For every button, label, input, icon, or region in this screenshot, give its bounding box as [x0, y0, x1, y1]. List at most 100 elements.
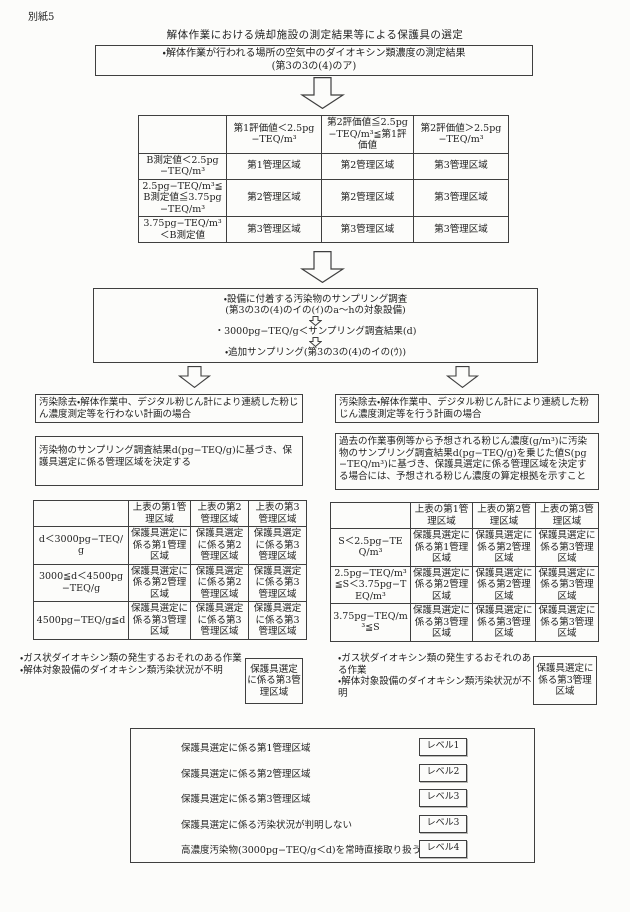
level-badge: レベル3	[419, 789, 467, 807]
legend-label: 保護具選定に係る汚染状況が判明しない	[181, 820, 353, 831]
table-cell: 上表の第2管理区域	[190, 500, 249, 527]
table-cell: 2.5pg−TEQ/m³≦B測定値≦3.75pg−TEQ/m³	[138, 178, 227, 217]
table-cell: 第3管理区域	[413, 178, 509, 217]
legend-label: 保護具選定に係る第1管理区域	[181, 743, 311, 754]
table-cell: 第2評価値≦2.5pg−TEQ/m³≦第1評価値	[321, 115, 414, 154]
table-cell: 第2管理区域	[321, 178, 414, 217]
table-row: S＜2.5pg−TEQ/m³ 保護具選定に係る第1管理区域 保護具選定に係る第2…	[330, 528, 599, 567]
left-note-result-box: 保護具選定に係る第3管理区域	[245, 658, 303, 704]
table-cell: 第1評価値＜2.5pg−TEQ/m³	[226, 115, 322, 154]
table-cell: 保護具選定に係る第2管理区域	[410, 565, 473, 604]
level-badge: レベル1	[419, 738, 467, 756]
left-method-box: 汚染物のサンプリング調査結果d(pg−TEQ/g)に基づき、保護具選定に係る管理…	[35, 436, 303, 486]
right-note-line2: ・解体対象設備のダイオキシン類汚染状況が不明	[338, 676, 532, 699]
left-note-line1: ・ガス状ダイオキシン類の発生するおそれのある作業	[20, 653, 242, 664]
sampling-line1: ・設備に付着する汚染物のサンプリング調査	[223, 293, 408, 305]
table-cell: 上表の第3管理区域	[248, 500, 307, 527]
left-note: ・ガス状ダイオキシン類の発生するおそれのある作業 ・解体対象設備のダイオキシン類…	[20, 653, 244, 676]
level-badge: レベル2	[419, 764, 467, 782]
branch-right-down-arrow-icon	[445, 366, 480, 388]
table-cell: 第3管理区域	[321, 216, 414, 243]
legend-row: 保護具選定に係る第1管理区域 レベル1	[131, 738, 534, 756]
legend-label: 高濃度汚染物(3000pg−TEQ/g＜d)を常時直接取り扱う	[181, 845, 422, 856]
left-condition-box: 汚染除去・解体作業中、デジタル粉じん計により連続した粉じん濃度測定等を行わない計…	[35, 394, 303, 423]
table-cell: 保護具選定に係る第2管理区域	[190, 563, 249, 602]
table-row: 第1評価値＜2.5pg−TEQ/m³ 第2評価値≦2.5pg−TEQ/m³≦第1…	[138, 115, 509, 154]
measurement-result-line2: (第3の3の(4)のア)	[271, 60, 357, 72]
table-cell: S＜2.5pg−TEQ/m³	[330, 528, 411, 567]
table-cell	[330, 502, 411, 529]
legend-box: 保護具選定に係る第1管理区域 レベル1 保護具選定に係る第2管理区域 レベル2 …	[130, 728, 535, 863]
table-row: 2.5pg−TEQ/m³≦S＜3.75pg−TEQ/m³ 保護具選定に係る第2管…	[330, 565, 599, 604]
small-down-arrow-icon	[309, 336, 322, 347]
left-note-line2: ・解体対象設備のダイオキシン類汚染状況が不明	[20, 664, 223, 676]
measurement-result-box: ・解体作業が行われる場所の空気中のダイオキシン類濃度の測定結果 (第3の3の(4…	[95, 45, 533, 76]
table-cell: 保護具選定に係る第2管理区域	[190, 526, 249, 565]
small-down-arrow-icon	[309, 315, 322, 326]
page-title: 解体作業における焼却施設の測定結果等による保護具の選定	[166, 29, 464, 41]
table-row: 4500pg−TEQ/g≦d 保護具選定に係る第3管理区域 保護具選定に係る第3…	[33, 601, 307, 640]
table-cell: 保護具選定に係る第3管理区域	[128, 601, 191, 640]
table-cell: 上表の第2管理区域	[472, 502, 536, 529]
table-cell: 第2管理区域	[226, 178, 322, 217]
table-cell: 上表の第1管理区域	[410, 502, 473, 529]
table-cell: 保護具選定に係る第2管理区域	[472, 565, 536, 604]
legend-label: 保護具選定に係る第2管理区域	[181, 769, 311, 780]
table-cell: 4500pg−TEQ/g≦d	[33, 601, 129, 640]
legend-row: 保護具選定に係る第3管理区域 レベル3	[131, 789, 534, 807]
right-note-result-box: 保護具選定に係る第3管理区域	[533, 656, 597, 705]
level-badge: レベル4	[419, 840, 467, 858]
table-cell: 第3管理区域	[413, 216, 509, 243]
table-cell: 第2管理区域	[321, 152, 414, 180]
table-cell: 保護具選定に係る第2管理区域	[472, 528, 536, 567]
table-row: d＜3000pg−TEQ/g 保護具選定に係る第1管理区域 保護具選定に係る第2…	[33, 526, 307, 565]
right-note-line1: ・ガス状ダイオキシン類の発生するおそれのある作業	[338, 653, 532, 676]
table-cell: 保護具選定に係る第3管理区域	[472, 603, 536, 642]
legend-row: 高濃度汚染物(3000pg−TEQ/g＜d)を常時直接取り扱う レベル4	[131, 840, 534, 858]
table-cell: 保護具選定に係る第2管理区域	[128, 563, 191, 602]
table-cell: d＜3000pg−TEQ/g	[33, 526, 129, 565]
table-cell: 保護具選定に係る第3管理区域	[535, 528, 599, 567]
table-cell: 3.75pg−TEQ/m³≦S	[330, 603, 411, 642]
table-row: B測定値＜2.5pg−TEQ/m³ 第1管理区域 第2管理区域 第3管理区域	[138, 152, 509, 180]
evaluation-table: 第1評価値＜2.5pg−TEQ/m³ 第2評価値≦2.5pg−TEQ/m³≦第1…	[138, 115, 509, 243]
sampling-survey-box: ・設備に付着する汚染物のサンプリング調査 (第3の3の(4)のイの(ｲ)のa〜h…	[93, 288, 538, 363]
table-row: 3000≦d＜4500pg−TEQ/g 保護具選定に係る第2管理区域 保護具選定…	[33, 563, 307, 602]
table-cell: 3000≦d＜4500pg−TEQ/g	[33, 563, 129, 602]
table-cell: 第1管理区域	[226, 152, 322, 180]
measurement-result-line1: ・解体作業が行われる場所の空気中のダイオキシン類濃度の測定結果	[162, 48, 466, 59]
table-cell: 第3管理区域	[226, 216, 322, 243]
legend-row: 保護具選定に係る汚染状況が判明しない レベル3	[131, 815, 534, 833]
table-cell: B測定値＜2.5pg−TEQ/m³	[138, 152, 227, 180]
table-cell: 上表の第3管理区域	[535, 502, 599, 529]
table-cell: 3.75pg−TEQ/m³＜B測定値	[138, 216, 227, 243]
flow-down-arrow-icon	[298, 77, 347, 109]
table-cell: 保護具選定に係る第1管理区域	[410, 528, 473, 567]
flow-down-arrow-icon	[298, 251, 347, 283]
left-zone-table: 上表の第1管理区域 上表の第2管理区域 上表の第3管理区域 d＜3000pg−T…	[33, 500, 307, 640]
attachment-label: 別紙5	[28, 12, 55, 23]
legend-row: 保護具選定に係る第2管理区域 レベル2	[131, 764, 534, 782]
table-row: 2.5pg−TEQ/m³≦B測定値≦3.75pg−TEQ/m³ 第2管理区域 第…	[138, 178, 509, 217]
table-cell: 保護具選定に係る第1管理区域	[128, 526, 191, 565]
level-badge: レベル3	[419, 815, 467, 833]
sampling-line2: (第3の3の(4)のイの(ｲ)のa〜hの対象設備)	[225, 304, 406, 316]
legend-label: 保護具選定に係る第3管理区域	[181, 794, 311, 805]
table-row: 3.75pg−TEQ/m³≦S 保護具選定に係る第3管理区域 保護具選定に係る第…	[330, 603, 599, 642]
table-row: 上表の第1管理区域 上表の第2管理区域 上表の第3管理区域	[330, 502, 599, 529]
table-row: 上表の第1管理区域 上表の第2管理区域 上表の第3管理区域	[33, 500, 307, 527]
table-cell	[138, 115, 227, 154]
right-condition-box: 汚染除去・解体作業中、デジタル粉じん計により連続した粉じん濃度測定等を行う計画の…	[335, 394, 599, 423]
table-cell: 第3管理区域	[413, 152, 509, 180]
right-method-box: 過去の作業事例等から予想される粉じん濃度(g/m³)に汚染物のサンプリング調査結…	[335, 433, 599, 490]
table-cell: 保護具選定に係る第3管理区域	[535, 565, 599, 604]
right-zone-table: 上表の第1管理区域 上表の第2管理区域 上表の第3管理区域 S＜2.5pg−TE…	[330, 502, 599, 642]
table-cell	[33, 500, 129, 527]
sampling-line4: ・追加サンプリング(第3の3の(4)のイの(ｳ))	[224, 346, 407, 358]
table-cell: 保護具選定に係る第3管理区域	[410, 603, 473, 642]
table-row: 3.75pg−TEQ/m³＜B測定値 第3管理区域 第3管理区域 第3管理区域	[138, 216, 509, 243]
right-note: ・ガス状ダイオキシン類の発生するおそれのある作業 ・解体対象設備のダイオキシン類…	[338, 653, 535, 699]
table-cell: 第2評価値＞2.5pg−TEQ/m³	[413, 115, 509, 154]
table-cell: 保護具選定に係る第3管理区域	[535, 603, 599, 642]
